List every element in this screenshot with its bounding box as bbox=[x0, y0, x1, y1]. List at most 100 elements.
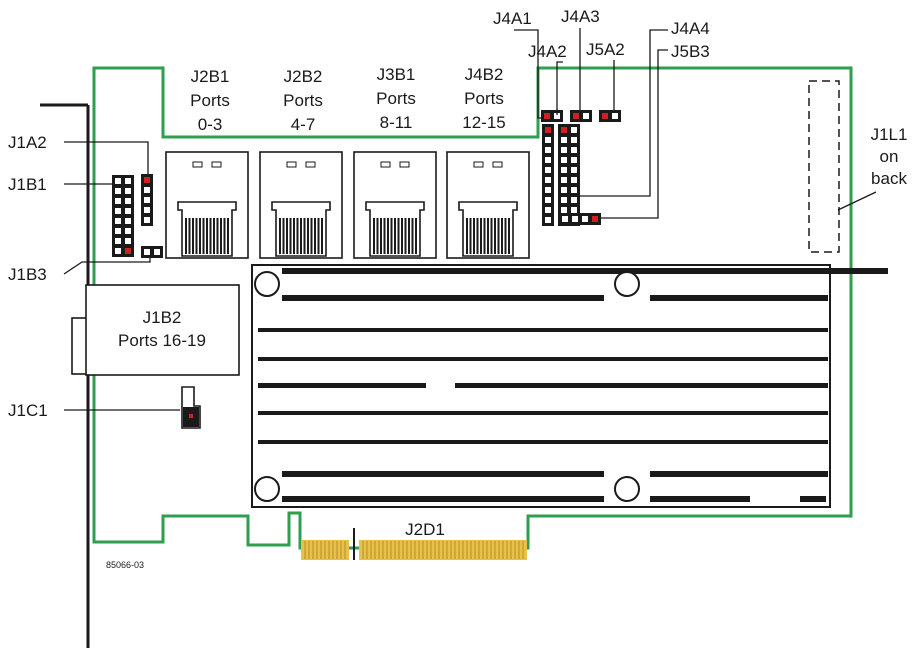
heatsink-fin bbox=[650, 295, 828, 301]
header-pin bbox=[592, 216, 598, 222]
j4a2-header bbox=[541, 110, 563, 122]
header-pin bbox=[561, 167, 567, 173]
j1a2-header bbox=[141, 174, 153, 226]
heatsink-screw bbox=[254, 271, 280, 297]
header-pin bbox=[561, 157, 567, 163]
heatsink-fin bbox=[800, 496, 826, 502]
header-pin bbox=[545, 187, 551, 193]
header-pin bbox=[125, 238, 131, 244]
heatsink bbox=[251, 264, 888, 508]
header-pin bbox=[561, 197, 567, 203]
label-j2b1-range: 0-3 bbox=[198, 115, 223, 134]
heatsink-fin bbox=[258, 383, 426, 388]
label-j1b1: J1B1 bbox=[8, 175, 47, 194]
label-j2d1: J2D1 bbox=[405, 520, 445, 539]
header-pin bbox=[545, 177, 551, 183]
header-pin bbox=[561, 177, 567, 183]
j4a1-header bbox=[542, 124, 554, 226]
label-j3b1: J3B1 bbox=[377, 65, 416, 84]
sas-connector-j4b2 bbox=[446, 151, 530, 259]
label-j2b2-ports: Ports bbox=[283, 91, 323, 110]
label-j5a2: J5A2 bbox=[586, 40, 625, 59]
heatsink-screw bbox=[614, 271, 640, 297]
header-pin bbox=[561, 137, 567, 143]
label-j4b2-range: 12-15 bbox=[462, 113, 505, 132]
j5a2-header bbox=[599, 110, 621, 122]
header-pin bbox=[545, 197, 551, 203]
header-pin bbox=[144, 187, 150, 193]
header-pin bbox=[115, 198, 121, 204]
header-pin bbox=[154, 249, 160, 255]
heatsink-fin bbox=[455, 383, 828, 388]
label-j2b1-ports: Ports bbox=[190, 91, 230, 110]
header-pin bbox=[545, 127, 551, 133]
header-pin bbox=[571, 187, 577, 193]
header-pin bbox=[561, 187, 567, 193]
sas-connector-j2b1 bbox=[165, 151, 249, 259]
header-pin bbox=[125, 198, 131, 204]
header-pin bbox=[554, 113, 560, 119]
header-pin bbox=[544, 113, 550, 119]
j1l1-connector-outline bbox=[808, 80, 840, 253]
header-pin bbox=[115, 228, 121, 234]
header-pin bbox=[561, 127, 567, 133]
header-pin bbox=[125, 208, 131, 214]
header-pin bbox=[571, 137, 577, 143]
header-pin bbox=[612, 113, 618, 119]
header-pin bbox=[571, 127, 577, 133]
j4a3-header bbox=[558, 110, 592, 226]
header-pin bbox=[571, 207, 577, 213]
header-pin bbox=[115, 178, 121, 184]
label-j1b3: J1B3 bbox=[8, 265, 47, 284]
heatsink-screw bbox=[614, 476, 640, 502]
header-pin bbox=[125, 178, 131, 184]
header-pin bbox=[125, 248, 131, 254]
j1c1-connector bbox=[181, 386, 201, 429]
heatsink-fin bbox=[650, 496, 750, 502]
header-pin bbox=[602, 113, 608, 119]
label-j2b1: J2B1 bbox=[191, 67, 230, 86]
label-j4b2: J4B2 bbox=[465, 65, 504, 84]
label-j1l1-on: on bbox=[880, 147, 899, 166]
header-pin bbox=[115, 218, 121, 224]
header-pin bbox=[572, 216, 578, 222]
heatsink-fin bbox=[650, 268, 828, 274]
label-j4a3: J4A3 bbox=[561, 7, 600, 26]
label-j3b1-range: 8-11 bbox=[380, 113, 413, 132]
j1b2-external-connector bbox=[71, 284, 240, 376]
sas-connector-j2b2 bbox=[259, 151, 343, 259]
header-pin bbox=[573, 113, 579, 119]
label-j4a2: J4A2 bbox=[528, 42, 567, 61]
leader-lines bbox=[63, 28, 877, 411]
j4a4-header bbox=[559, 213, 601, 225]
heatsink-fin bbox=[282, 268, 888, 274]
heatsink-fin bbox=[258, 328, 828, 332]
header-pin bbox=[571, 147, 577, 153]
heatsink-fin bbox=[258, 357, 828, 361]
header-pin bbox=[583, 113, 589, 119]
header-pin bbox=[115, 248, 121, 254]
heatsink-fin bbox=[282, 496, 604, 502]
label-j1b2: J1B2 bbox=[143, 308, 182, 327]
header-pin bbox=[571, 167, 577, 173]
header-pin bbox=[545, 207, 551, 213]
header-pin bbox=[545, 147, 551, 153]
heatsink-screw bbox=[254, 476, 280, 502]
header-pin bbox=[125, 218, 131, 224]
header-pin bbox=[115, 188, 121, 194]
header-pin bbox=[571, 157, 577, 163]
heatsink-fin bbox=[258, 411, 828, 415]
label-j1l1: J1L1 bbox=[871, 125, 908, 144]
sas-connector-j3b1 bbox=[353, 151, 437, 259]
board-outline bbox=[92, 66, 853, 550]
label-j3b1-ports: Ports bbox=[376, 89, 416, 108]
header-pin bbox=[545, 137, 551, 143]
label-j1c1: J1C1 bbox=[8, 401, 48, 420]
header-pin bbox=[144, 177, 150, 183]
header-pin bbox=[561, 147, 567, 153]
header-pin bbox=[115, 208, 121, 214]
header-pin bbox=[144, 197, 150, 203]
header-pin bbox=[545, 217, 551, 223]
j2d1-edge-connector bbox=[301, 528, 527, 560]
